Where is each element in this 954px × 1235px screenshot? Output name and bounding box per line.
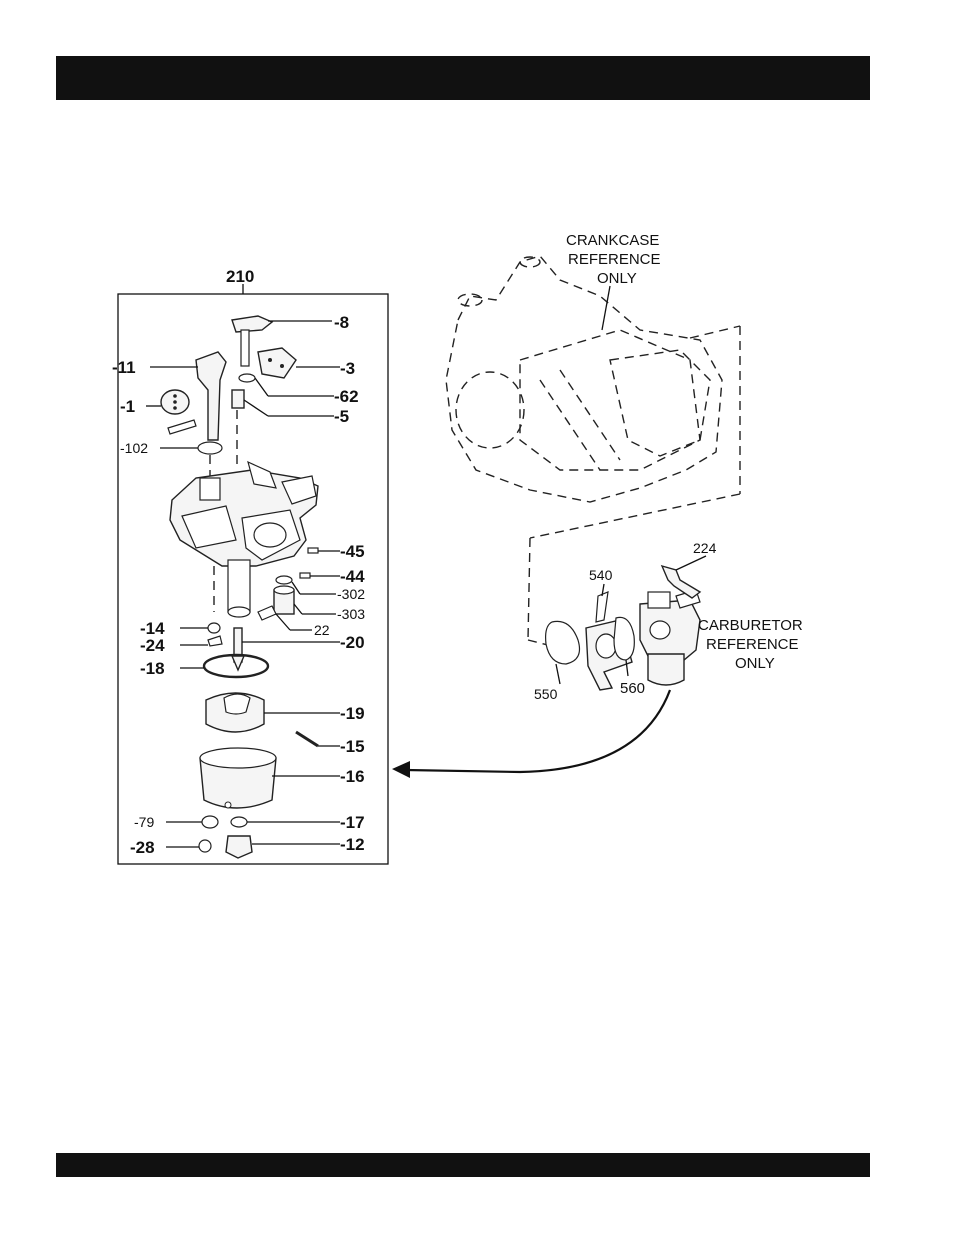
callout-62: -62 (334, 387, 359, 406)
callout-20: -20 (340, 633, 365, 652)
callout-19: -19 (340, 704, 365, 723)
callout-11: -11 (112, 358, 136, 377)
ref-callout-550: 550 (534, 686, 558, 702)
callout-44: -44 (340, 567, 365, 586)
callout-15: -15 (340, 737, 365, 756)
ref-callout-560: 560 (620, 680, 645, 697)
crankcase-note-line3: ONLY (597, 270, 637, 287)
callout-12: -12 (340, 835, 365, 854)
carburetor-note-line1: CARBURETOR (698, 617, 803, 634)
callout-8: -8 (334, 313, 349, 332)
crankcase-note-line1: CRANKCASE (566, 232, 659, 249)
callout-22: 22 (314, 622, 330, 638)
callout-28: -28 (130, 838, 155, 857)
exploded-parts (161, 316, 318, 858)
carburetor-note-line3: ONLY (735, 655, 775, 672)
carburetor-reference-drawing (546, 556, 706, 690)
ref-callout-540: 540 (589, 567, 613, 583)
callout-79: -79 (134, 814, 154, 830)
callout-3: -3 (340, 359, 355, 378)
callout-1: -1 (120, 397, 135, 416)
reference-arrow (392, 690, 670, 778)
callout-18: -18 (140, 659, 165, 678)
assembly-number: 210 (226, 267, 254, 286)
callout-303: -303 (337, 606, 365, 622)
callout-45: -45 (340, 542, 365, 561)
callout-302: -302 (337, 586, 365, 602)
callout-16: -16 (340, 767, 365, 786)
callout-5: -5 (334, 407, 349, 426)
footer-bar (56, 1153, 870, 1177)
callout-24: -24 (140, 636, 165, 655)
crankcase-note-line2: REFERENCE (568, 251, 661, 268)
callout-102: -102 (120, 440, 148, 456)
callout-17: -17 (340, 813, 365, 832)
carburetor-note-line2: REFERENCE (706, 636, 799, 653)
ref-callout-224: 224 (693, 540, 717, 556)
